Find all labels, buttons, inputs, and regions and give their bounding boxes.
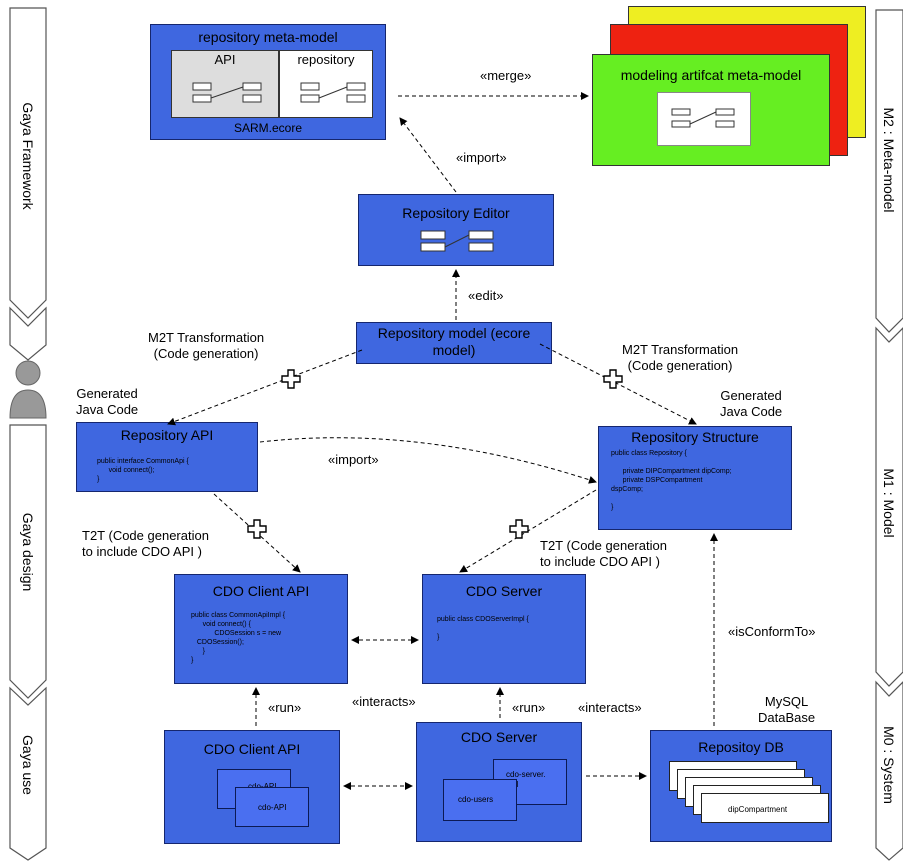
cdo-client-use-title: CDO Client API (203, 741, 301, 757)
generated-left-label: Generated Java Code (76, 386, 139, 417)
repository-structure-box: Repository Structure public class Reposi… (598, 426, 792, 530)
repo-structure-code: public class Repository { private DIPCom… (611, 450, 732, 511)
cdo-server-design-code: public class CDOServerImpl { } (437, 616, 529, 641)
user-icon (9, 360, 47, 419)
db-record-sheet-5: dipCompartment (701, 793, 829, 823)
m2t-left-icon (281, 369, 301, 389)
lane-framework-shape (9, 7, 47, 319)
t2t-right-label: T2T (Code generation to include CDO API … (540, 538, 667, 569)
db-record-label: dipCompartment (728, 805, 788, 814)
cdo-server-use-title: CDO Server (460, 729, 538, 745)
merge-label: «merge» (480, 68, 532, 83)
edit-label: «edit» (468, 288, 504, 303)
repo-model-title: Repository model (ecore model) (377, 325, 531, 358)
cdo-api-back-label: cdo-API (248, 782, 276, 791)
import-top-label: «import» (456, 150, 507, 165)
repo-api-title: Repository API (120, 427, 214, 443)
cdo-client-design-code: public class CommonApiImpl { void connec… (191, 612, 286, 664)
editor-title: Repository Editor (402, 205, 510, 221)
cdo-users-panel: cdo-users (443, 779, 517, 821)
lane-m1-shape (875, 326, 903, 687)
cdo-client-api-design-box: CDO Client API public class CommonApiImp… (174, 574, 348, 684)
m2t-right-icon (603, 369, 623, 389)
lane-design-shape (9, 424, 47, 699)
meta-model-class-icon (192, 82, 366, 103)
meta-model-api-label: API (214, 52, 236, 67)
cdo-server-use-box: CDO Server cdo-server. xml cdo-users (416, 722, 582, 842)
artifact-meta-model-box: modeling artifcat meta-model (592, 54, 830, 166)
is-conform-label: «isConformTo» (728, 624, 816, 639)
cdo-server-design-title: CDO Server (465, 583, 543, 599)
m2t-right-arrow (539, 343, 697, 425)
interacts-right-label: «interacts» (578, 700, 642, 715)
lane-m2-shape (875, 9, 903, 333)
t2t-right-icon (509, 519, 529, 539)
import-mid-label: «import» (328, 452, 379, 467)
meta-model-repository-label: repository (297, 52, 355, 67)
m2t-left-label: M2T Transformation (Code generation) (148, 330, 265, 361)
repository-meta-model-box: repository meta-model API repository SAR… (150, 24, 386, 140)
meta-model-title: repository meta-model (198, 29, 338, 45)
repository-model-box: Repository model (ecore model) (356, 322, 552, 364)
run-left-label: «run» (268, 700, 302, 715)
interacts-left-label: «interacts» (352, 694, 416, 709)
t2t-left-icon (247, 519, 267, 539)
generated-right-label: Generated Java Code (720, 388, 783, 419)
meta-model-file: SARM.ecore (233, 121, 303, 135)
m2t-right-label: M2T Transformation (Code generation) (622, 342, 739, 373)
editor-class-icon (420, 230, 494, 252)
import-editor-arrow (399, 117, 457, 193)
cdo-api-front-label: cdo-API (258, 803, 287, 812)
cdo-client-design-title: CDO Client API (212, 583, 310, 599)
repo-db-title: Repositoy DB (698, 739, 784, 755)
repository-db-box: Repositoy DB dipCompartment (650, 730, 832, 842)
cdo-api-front-panel: cdo-API (235, 787, 309, 827)
cdo-server-design-box: CDO Server public class CDOServerImpl { … (422, 574, 586, 684)
repository-editor-box: Repository Editor (358, 194, 554, 266)
repository-api-box: Repository API public interface CommonAp… (76, 422, 258, 492)
lane-separator-shape (9, 306, 47, 361)
transformation-icons (247, 369, 623, 539)
repo-structure-title: Repository Structure (631, 429, 759, 445)
import-mid-arrow (259, 437, 597, 484)
mysql-label: MySQL DataBase (758, 694, 816, 725)
cdo-client-api-use-box: CDO Client API cdo-API cdo-API (164, 730, 340, 844)
artifact-title: modeling artifcat meta-model (620, 67, 802, 83)
t2t-left-label: T2T (Code generation to include CDO API … (82, 528, 209, 559)
repo-api-code: public interface CommonApi { void connec… (97, 458, 189, 483)
artifact-class-diagram-icon (657, 92, 751, 146)
run-right-label: «run» (512, 700, 546, 715)
cdo-users-label: cdo-users (458, 795, 494, 804)
lane-m0-shape (875, 680, 903, 861)
lane-use-shape (9, 686, 47, 861)
